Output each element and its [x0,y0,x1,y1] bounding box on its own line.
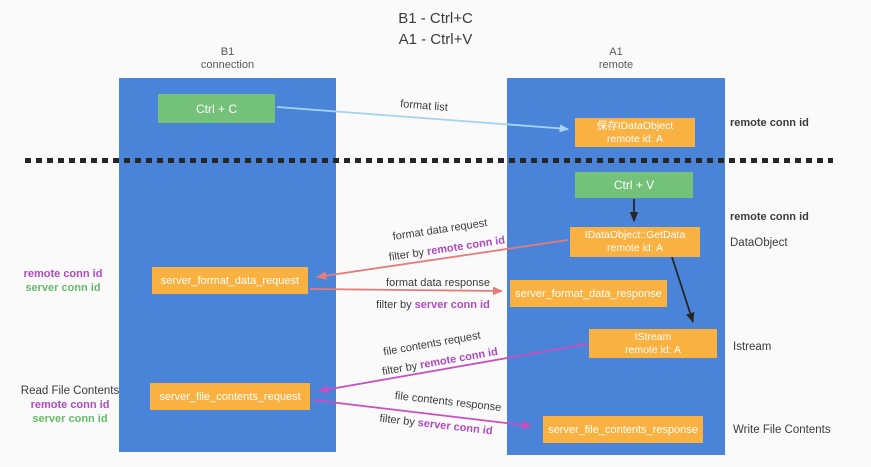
lane-b1-title: B1 [220,46,235,58]
lane-a1-subtitle: remote [598,59,634,71]
format-data-request-arrow [315,239,569,280]
ctrl-c-label: Ctrl + C [195,101,237,116]
lane-header-a1: A1 remote [507,46,725,72]
format-data-response-arrow [309,286,504,296]
istream-line1: IStream [634,330,672,343]
format-data-response-label: format data response [386,277,490,289]
left-conn-id-annotation-block: remote conn id server conn id [13,267,113,295]
istream-annotation: Istream [733,341,772,353]
filter-by-text: filter by [376,299,412,311]
ctrl-v-node: Ctrl + V [575,172,693,198]
ctrl-c-node: Ctrl + C [158,94,275,123]
lane-header-b1: B1 connection [119,46,336,72]
server-conn-id-annotation-left-2: server conn id [32,413,108,425]
title-line-1: B1 - Ctrl+C [398,10,473,27]
read-file-contents-annotation: Read File Contents [20,385,120,397]
lane-b1-subtitle: connection [200,59,255,71]
server-format-data-response-label: server_format_data_response [515,287,662,300]
server-file-contents-response-node: server_file_contents_response [543,416,703,443]
server-file-contents-response-label: server_file_contents_response [548,423,698,436]
remote-conn-id-annotation-top: remote conn id [730,117,809,129]
remote-conn-id-annotation-left-2: remote conn id [30,399,110,411]
file-contents-request-arrow [317,343,588,394]
file-contents-response-arrow [312,399,533,430]
getdata-line2: remote id: A [606,242,664,254]
save-dataobject-node: 保存IDataObject remote id: A [575,118,695,147]
dataobject-annotation: DataObject [730,237,788,249]
getdata-to-istream-arrow [671,256,695,324]
server-file-contents-request-node: server_file_contents_request [150,383,310,410]
save-dataobject-line1: 保存IDataObject [596,119,674,132]
write-file-contents-annotation: Write File Contents [733,424,831,436]
diagram-title: B1 - Ctrl+C A1 - Ctrl+V [0,8,871,50]
server-file-contents-request-label: server_file_contents_request [159,390,301,403]
server-conn-id-keyword: server conn id [414,299,490,311]
server-format-data-request-label: server_format_data_request [160,274,300,287]
title-line-2: A1 - Ctrl+V [398,31,473,48]
remote-conn-id-annotation-mid: remote conn id [730,211,809,223]
format-list-arrow [276,106,569,133]
save-dataobject-line2: remote id: A [606,132,664,145]
read-file-contents-annotation-block: Read File Contents remote conn id server… [15,384,125,426]
remote-conn-id-annotation-left: remote conn id [23,268,103,280]
server-format-data-response-node: server_format_data_response [510,280,667,307]
lane-a1-title: A1 [609,46,623,58]
getdata-node: IDataObject::GetData remote id: A [570,227,700,257]
istream-line2: remote id: A [624,343,682,356]
server-conn-id-annotation-left: server conn id [25,282,101,294]
getdata-line1: IDataObject::GetData [584,229,686,241]
server-format-data-request-node: server_format_data_request [152,267,308,294]
session-divider-line [25,158,833,163]
istream-node: IStream remote id: A [589,329,717,358]
ctrl-v-label: Ctrl + V [613,178,655,192]
